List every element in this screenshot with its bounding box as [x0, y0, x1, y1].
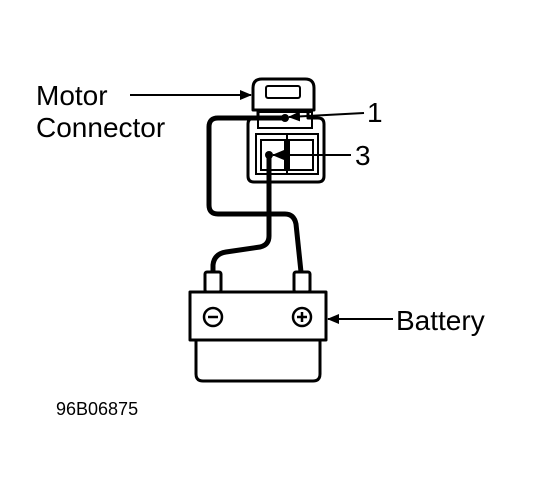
- battery: [188, 270, 328, 383]
- wiring: [206, 115, 304, 275]
- figure-code: 96B06875: [56, 399, 138, 419]
- label-battery: Battery: [396, 305, 485, 336]
- battery-positive-post: [292, 270, 312, 294]
- wire-pin1-to-positive: [206, 115, 304, 275]
- battery-lid: [188, 290, 328, 342]
- leader-pin1: [288, 111, 365, 122]
- connector-latch: [251, 77, 316, 112]
- label-motor: Motor: [36, 80, 108, 111]
- label-connector: Connector: [36, 112, 165, 143]
- motor-connector: [246, 77, 326, 184]
- battery-negative-post: [203, 270, 223, 294]
- connector-latch-tab: [265, 85, 301, 99]
- wire-pin3-to-negative: [210, 152, 272, 275]
- battery-positive-symbol: [291, 306, 313, 328]
- label-pin-1: 1: [367, 97, 383, 128]
- label-pin-3: 3: [355, 140, 371, 171]
- leader-lines: [130, 90, 393, 324]
- battery-case: [194, 338, 322, 383]
- battery-negative-symbol: [202, 306, 224, 328]
